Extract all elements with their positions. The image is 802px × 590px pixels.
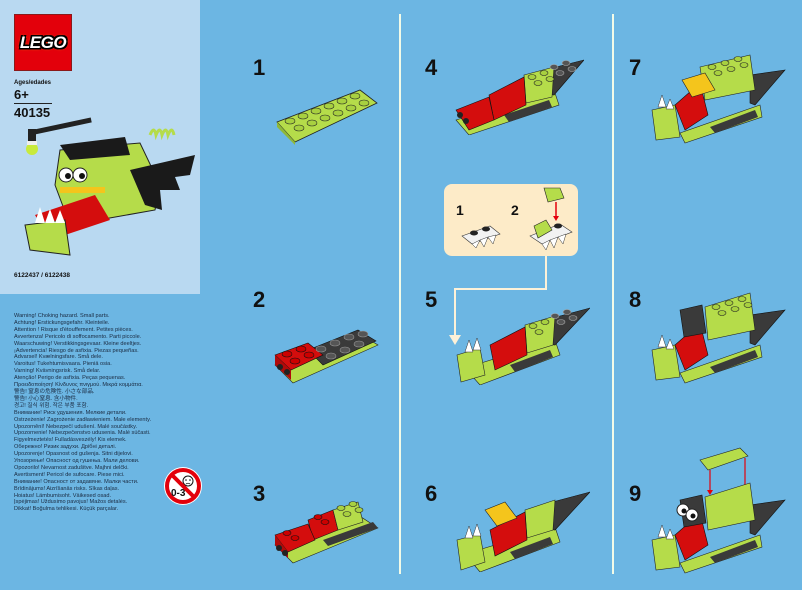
cover-panel: LEGO Ages/edades 6+ 40135 6122437 / 6122… (0, 0, 200, 294)
step-9-model (651, 447, 786, 574)
step-number-9: 9 (629, 481, 642, 506)
callout-connector (454, 288, 456, 338)
step-2-model (274, 329, 379, 384)
lego-logo: LEGO (14, 14, 72, 71)
column-divider (399, 14, 401, 574)
warning-line: Waarschuwing! Verstikkingsgevaar. Kleine… (14, 340, 142, 347)
ages-value: 6+ (14, 87, 29, 102)
callout-arrow-icon (449, 335, 461, 345)
warning-line: 경고! 질식 위험. 작은 부품 포함. (14, 402, 89, 409)
set-number: 40135 (14, 105, 51, 120)
substep-1-part (461, 225, 501, 248)
step-number-5: 5 (425, 287, 438, 312)
step-number-6: 6 (425, 481, 438, 506)
warning-line: Attention ! Risque d'étouffement. Petite… (14, 326, 133, 333)
step-number-7: 7 (629, 55, 642, 80)
callout-connector (545, 256, 547, 290)
step-number-2: 2 (253, 287, 266, 312)
warning-line: Upozornenie! Nebezpečenstvo udusenia. Ma… (14, 430, 151, 437)
warning-line: 警告! 窒息の危険性. 小さな部品. (14, 388, 95, 395)
step-8-model (651, 292, 786, 384)
warning-line: Upozorenje! Opasnost od gušenja. Sitni d… (14, 451, 133, 458)
warning-line: Opozorilo! Nevarnost zadušitve. Majhni d… (14, 464, 129, 471)
warning-line: 警告! 小心窒息. 含小物件. (14, 395, 78, 402)
step-number-8: 8 (629, 287, 642, 312)
warning-line: Warning! Choking hazard. Small parts. (14, 313, 110, 319)
warning-line: Atenção! Perigo de asfixia. Peças pequen… (14, 375, 126, 382)
warning-line: Achtung! Erstickungsgefahr. Kleinteile. (14, 319, 110, 326)
step-number-3: 3 (253, 481, 266, 506)
step-number-1: 1 (253, 55, 266, 80)
substep-number-1: 1 (456, 202, 464, 218)
warning-line: Brīdinājums! Aizrīšanās risks. Sīkas daļ… (14, 485, 120, 492)
choking-warnings: Warning! Choking hazard. Small parts. Ac… (14, 313, 174, 513)
callout-connector (454, 288, 547, 290)
step-5-model (456, 307, 590, 385)
warning-line: ¡Advertencia! Riesgo de asfixia. Piezas … (14, 347, 139, 354)
warning-line: Avvertenza! Pericolo di soffocamento. Pa… (14, 333, 142, 340)
warning-line: Προειδοποίηση! Κίνδυνος πνιγμού. Μικρά κ… (14, 382, 143, 389)
warning-line: Dikkat! Boğulma tehlikesi. Küçük parçala… (14, 506, 119, 513)
lego-logo-text: LEGO (19, 32, 67, 52)
warning-line: Внимание! Опасност от задавяне. Малки ча… (14, 478, 139, 485)
warning-line: Обережно! Ризик задухи. Дрібні деталі. (14, 444, 117, 451)
warning-line: Упозорење! Опасност од гушења. Мали дело… (14, 458, 140, 465)
age-restriction-icon: 0-3 (164, 467, 202, 505)
warning-line: Figyelmeztetés! Fulladásveszély! Kis ele… (14, 437, 127, 444)
step-7-model (651, 54, 786, 144)
age-restriction-label: 0-3 (171, 488, 186, 499)
substep-number-2: 2 (511, 202, 519, 218)
substep-2-part (529, 187, 573, 251)
warning-line: Varning! Kvävningsrisk. Små delar. (14, 368, 101, 375)
part-numbers: 6122437 / 6122438 (14, 272, 71, 279)
ages-divider (14, 103, 52, 104)
ages-label: Ages/edades (14, 80, 52, 86)
warning-line: Avertisment! Pericol de sufocare. Piese … (14, 471, 125, 478)
warning-line: Advarsel! Kvælningsfare. Små dele. (14, 354, 103, 361)
step-3-model (274, 501, 379, 564)
step-1-model (276, 89, 378, 145)
warning-line: Hoiatus! Lämbumisoht. Väikesed osad. (14, 492, 112, 499)
warning-line: Upozornění! Nebezpečí udušení. Malé souč… (14, 423, 138, 430)
column-divider (612, 14, 614, 574)
warning-line: Įspėjimas! Uždusimo pavojus! Mažos detal… (14, 499, 128, 506)
warning-line: Внимание! Риск удушения. Мелкие детали. (14, 409, 127, 416)
warning-line: Varoitus! Tukehtumisvaara. Pieniä osia. (14, 361, 112, 368)
step-6-model (456, 491, 590, 572)
step-number-4: 4 (425, 55, 438, 80)
warning-line: Ostrzeżenie! Zagrożenie zadławieniem. Ma… (14, 416, 152, 423)
sub-assembly-callout: 1 2 (444, 184, 578, 256)
hero-model-image (24, 117, 195, 256)
step-4-model (455, 59, 584, 135)
